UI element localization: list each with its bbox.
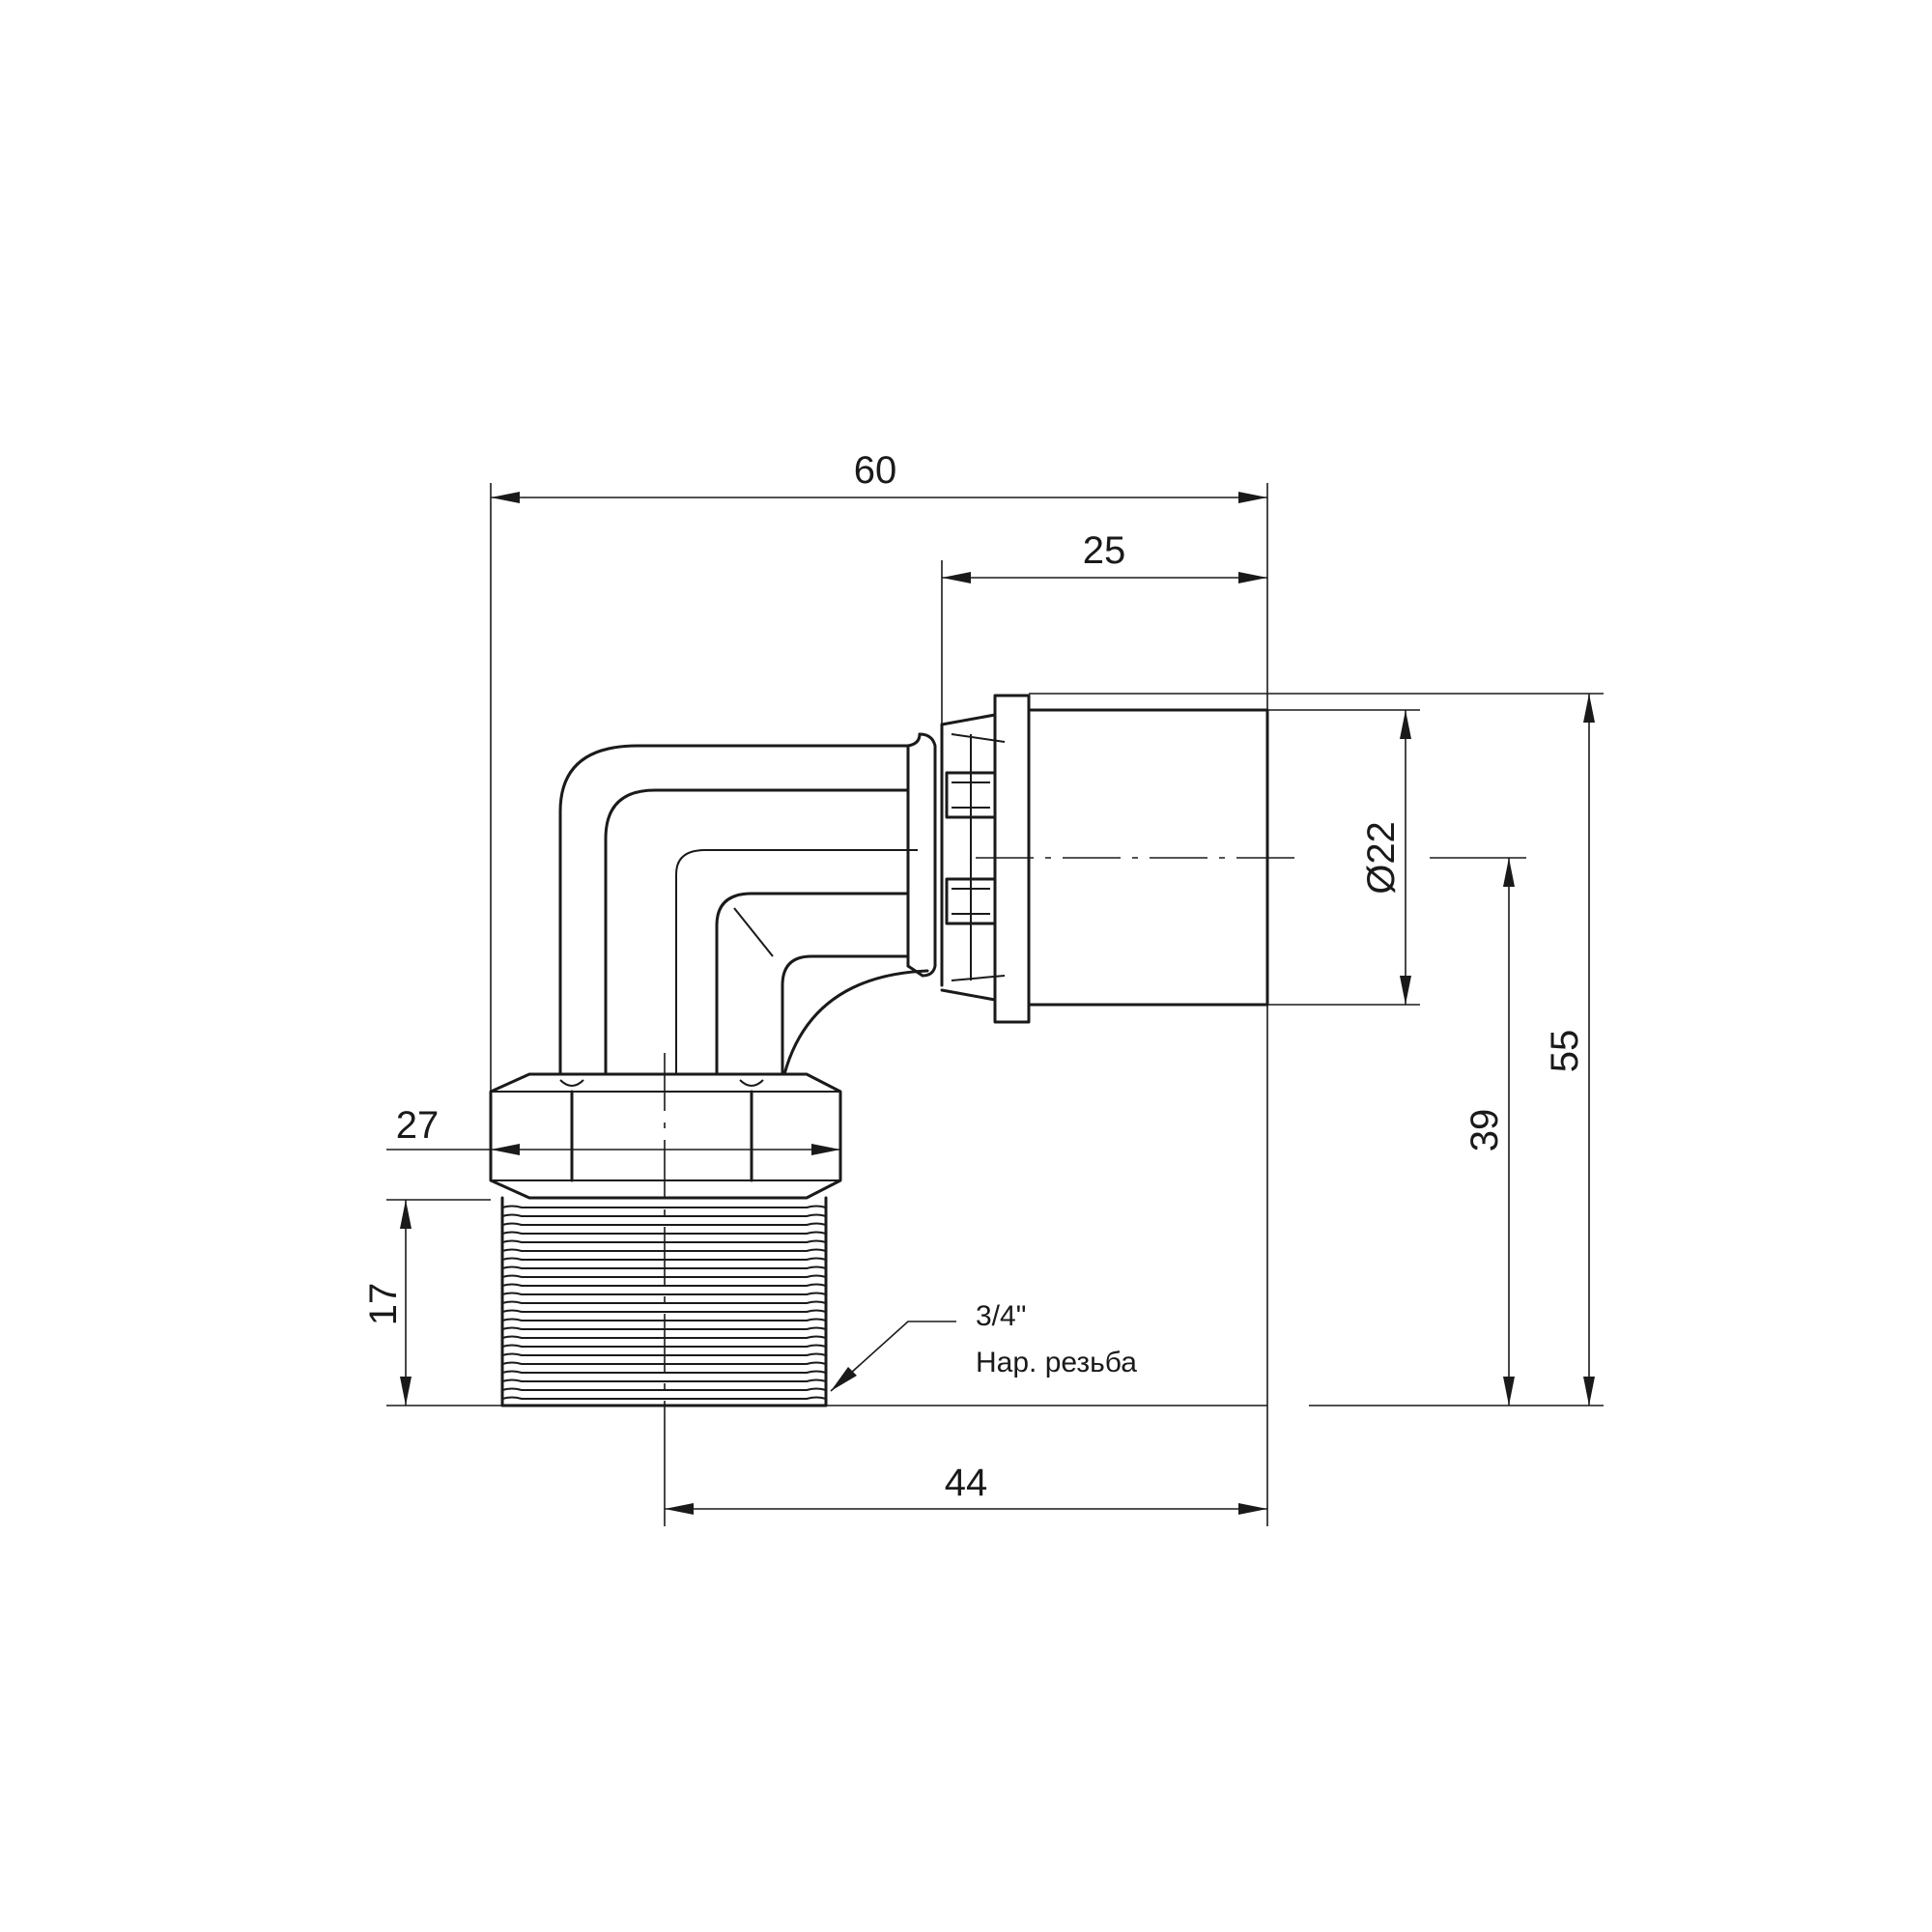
center-lines [664,857,1304,1439]
dim-overall-width: 60 [854,449,897,492]
dim-socket-length: 25 [1083,529,1126,572]
thread-ridge [501,1213,827,1217]
dimension-labels: 60 25 44 27 17 Ø22 39 55 [362,449,1586,1504]
thread-ridge [501,1300,827,1304]
dim-center-height: 39 [1463,1109,1506,1152]
thread-ridge [501,1283,827,1287]
dimension-lines [386,483,1604,1526]
dim-thread-length: 17 [362,1283,405,1326]
thread-ridge [501,1387,827,1391]
dim-overall-height: 55 [1544,1030,1586,1073]
thread-ridge [501,1309,827,1313]
thread-ridge [501,1370,827,1374]
thread-ridge [501,1396,827,1400]
fitting-body [558,694,1269,1076]
thread-ridge [501,1378,827,1382]
thread-note-size: 3/4" [976,1300,1026,1332]
dim-socket-diameter: Ø22 [1360,821,1403,895]
thread-note: 3/4" Нар. резьба [976,1300,1137,1378]
thread-ridge [501,1222,827,1226]
dim-axis-offset: 44 [945,1462,988,1504]
dim-hex-size: 27 [396,1104,440,1147]
thread-note-type: Нар. резьба [976,1347,1137,1378]
thread-ridge [501,1205,827,1208]
thread-ridge [501,1292,827,1295]
hex-nut [489,1072,842,1200]
